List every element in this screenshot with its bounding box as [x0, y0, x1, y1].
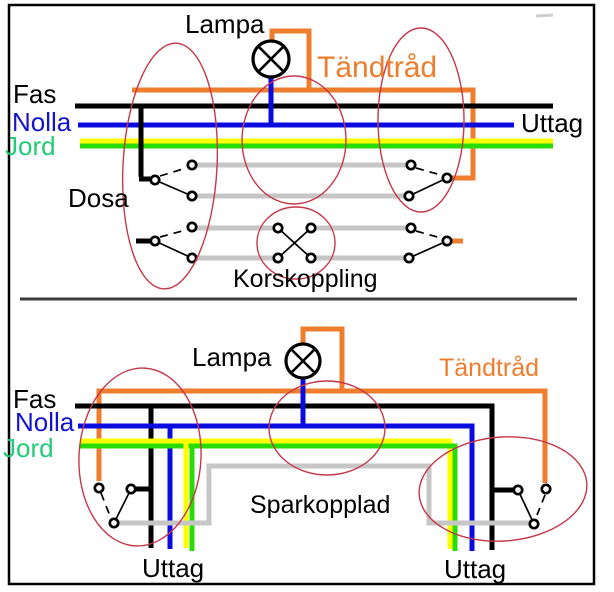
red-circle-right-switch-bottom — [418, 436, 588, 542]
label-uttag-top: Uttag — [521, 108, 583, 138]
switch-contact — [305, 252, 317, 264]
korskoppling-cross-switch — [272, 222, 317, 264]
label-fas-bottom: Fas — [13, 384, 56, 414]
switch-contact-fas — [125, 483, 137, 495]
switch-top-right-upper — [403, 159, 453, 202]
fas-wire-bottom — [75, 403, 495, 550]
spar-wire-gray — [114, 463, 530, 526]
lamp-tandtrad-stub-bottom — [300, 326, 345, 389]
switch-contact — [272, 222, 284, 234]
top-diagram: Lampa Tändtråd Fas Nolla Jord Uttag Dosa… — [5, 9, 583, 293]
jord-wire-yellow-bottom — [80, 438, 453, 549]
switch-contact — [186, 159, 198, 171]
switch-blade — [408, 177, 448, 197]
jord-wire-green-bottom — [80, 443, 458, 551]
label-tandtrad-bottom: Tändtråd — [439, 354, 539, 382]
switch-contact-fas — [512, 484, 524, 496]
tandtrad-wire-top — [132, 87, 476, 181]
lamp-cross-bottom — [290, 348, 316, 374]
switch-contact — [186, 252, 198, 264]
label-fas-top: Fas — [13, 79, 56, 109]
label-lampa-top: Lampa — [185, 9, 265, 39]
label-jord-bottom: Jord — [3, 433, 54, 463]
switch-blade-alt-dashed — [159, 167, 187, 177]
switch-blade-alt-dashed — [159, 229, 187, 238]
switch-contact — [186, 190, 198, 202]
red-circle-korskoppling — [256, 206, 336, 280]
scan-artifact-mark — [535, 13, 554, 18]
switch-contact — [403, 252, 415, 264]
label-jord-top: Jord — [5, 131, 56, 161]
switch-common-contact — [149, 174, 161, 186]
switch-common-contact — [441, 235, 453, 247]
switch-contact — [405, 222, 417, 234]
label-sparkopplad: Sparkopplad — [250, 491, 390, 519]
red-circle-lamp-joint — [241, 75, 347, 205]
switch-blade — [517, 489, 535, 525]
switch-top-right-lower — [403, 222, 453, 264]
lamp-cross-top — [257, 45, 285, 73]
switch-blade — [154, 179, 193, 197]
switch-blade — [154, 240, 193, 259]
label-korskoppling: Korskoppling — [233, 265, 378, 293]
switch-contact-tandtrad — [93, 482, 105, 494]
label-tandtrad-top: Tändtråd — [317, 51, 437, 84]
label-uttag-bottom-right: Uttag — [444, 554, 506, 584]
switch-blade — [408, 240, 448, 259]
switch-common-contact — [441, 172, 453, 184]
switch-contact — [305, 222, 317, 234]
switch-common-contact — [149, 235, 161, 247]
image-border — [7, 3, 596, 586]
switch-blade-alt-dashed — [415, 167, 442, 176]
red-circle-dosa — [121, 42, 219, 290]
switch-common-contact — [108, 517, 120, 529]
nolla-wire-bottom — [78, 423, 475, 551]
label-lampa-bottom: Lampa — [192, 342, 272, 372]
switch-top-left-upper — [149, 159, 198, 202]
label-dosa: Dosa — [68, 183, 129, 213]
switch-common-contact — [528, 518, 540, 530]
switch-bottom-right — [512, 483, 552, 530]
red-circle-left-switch — [78, 367, 202, 547]
cross-link — [277, 227, 312, 259]
switch-blade-alt-dashed — [100, 492, 111, 517]
switch-blade-alt-dashed — [415, 230, 442, 239]
label-nolla-bottom: Nolla — [15, 407, 75, 437]
switch-contact — [272, 252, 284, 264]
bottom-diagram: Lampa Tändtråd Fas Nolla Jord Sparkoppla… — [3, 326, 588, 584]
switch-blade-alt-dashed — [536, 494, 546, 516]
switch-contact — [405, 159, 417, 171]
label-uttag-bottom-left: Uttag — [142, 553, 204, 583]
lamp-tandtrad-stub-top — [269, 28, 312, 90]
switch-contact — [186, 221, 198, 233]
switch-top-left-lower — [149, 221, 198, 264]
tandtrad-wire-bottom — [96, 388, 548, 483]
red-circle-right-switch — [377, 27, 465, 213]
switch-blade — [113, 488, 132, 524]
switch-bottom-left — [93, 482, 137, 529]
red-circle-lamp-joint-bottom — [268, 380, 386, 476]
label-nolla-top: Nolla — [12, 107, 72, 137]
switch-contact-tandtrad — [540, 483, 552, 495]
switch-contact — [403, 190, 415, 202]
